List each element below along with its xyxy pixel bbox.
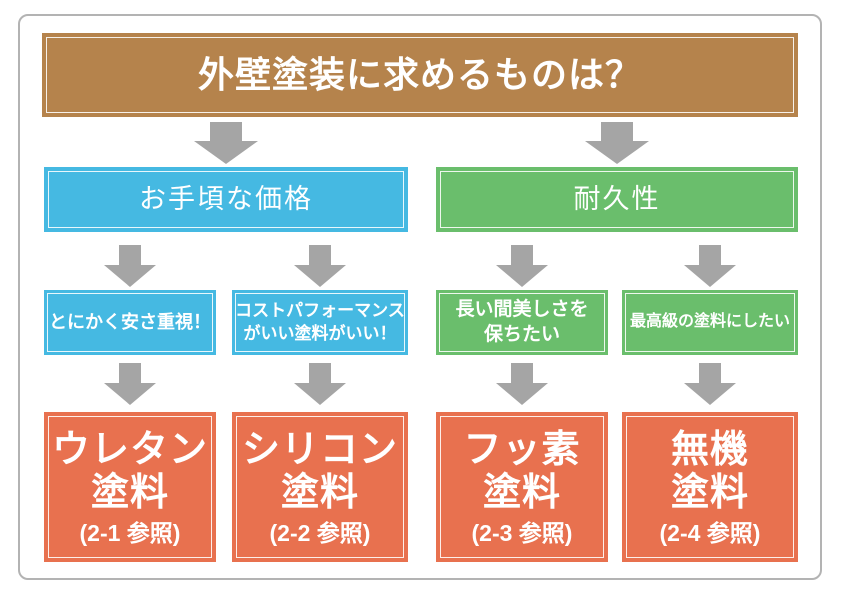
paint-name: ウレタン (51, 429, 208, 472)
branch-box-price: お手頃な価格 (44, 167, 408, 232)
branch-box-durability: 耐久性 (436, 167, 798, 232)
paint-name: シリコン (241, 429, 398, 472)
paint-box-urethane: ウレタン 塗料 (2-1 参照) (44, 412, 216, 562)
paint-name: フッ素 (463, 429, 581, 472)
arrow-down-icon (684, 245, 736, 287)
arrow-down-icon (294, 363, 346, 405)
paint-name: 塗料 (90, 472, 169, 514)
paint-reference: (2-4 参照) (659, 519, 761, 546)
need-box-cost-performance: コストパフォーマンス がいい塗料がいい！ (232, 290, 408, 355)
arrow-down-icon (294, 245, 346, 287)
arrow-down-icon (104, 245, 156, 287)
paint-reference: (2-2 参照) (269, 519, 371, 546)
need-label: 保ちたい (483, 323, 560, 345)
need-label: がいい塗料がいい！ (243, 323, 397, 343)
need-box-keep-beauty: 長い間美しさを 保ちたい (436, 290, 608, 355)
paint-name: 塗料 (670, 472, 749, 514)
need-box-highest-grade: 最高級の塗料にしたい (622, 290, 798, 355)
paint-box-silicone: シリコン 塗料 (2-2 参照) (232, 412, 408, 562)
paint-reference: (2-3 参照) (471, 519, 573, 546)
question-header-box: 外壁塗装に求めるものは？ (42, 33, 798, 117)
paint-reference: (2-1 参照) (79, 519, 181, 546)
page-title: 外壁塗装に求めるものは？ (197, 54, 642, 95)
arrow-down-icon (104, 363, 156, 405)
arrow-down-icon (585, 122, 649, 164)
arrow-down-icon (496, 363, 548, 405)
need-box-cheap: とにかく安さ重視！ (44, 290, 216, 355)
need-label: 最高級の塗料にしたい (629, 313, 790, 331)
branch-label-durability: 耐久性 (573, 184, 661, 214)
need-label: 長い間美しさを (455, 298, 589, 320)
arrow-down-icon (684, 363, 736, 405)
paint-name: 塗料 (482, 472, 561, 514)
need-label: とにかく安さ重視！ (49, 311, 211, 332)
paint-box-fluorine: フッ素 塗料 (2-3 参照) (436, 412, 608, 562)
arrow-down-icon (496, 245, 548, 287)
paint-name: 塗料 (280, 472, 359, 514)
paint-box-inorganic: 無機 塗料 (2-4 参照) (622, 412, 798, 562)
paint-name: 無機 (670, 429, 749, 472)
need-label: コストパフォーマンス (235, 301, 405, 321)
branch-label-price: お手頃な価格 (139, 184, 313, 214)
arrow-down-icon (194, 122, 258, 164)
